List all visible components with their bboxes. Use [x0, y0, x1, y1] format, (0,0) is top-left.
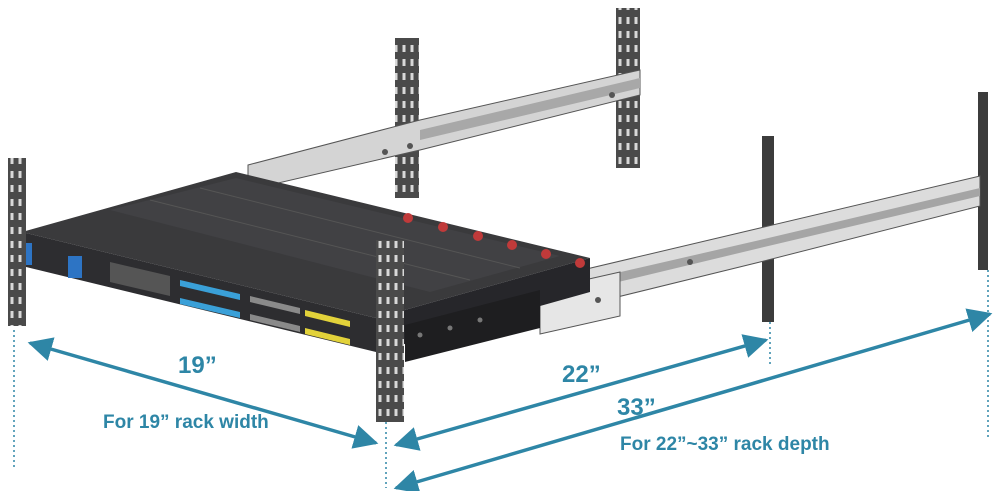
- depth-caption: For 22”~33” rack depth: [620, 434, 830, 455]
- rear-left-post: [395, 38, 419, 198]
- psu-handle-right: [68, 256, 82, 278]
- width-dimension-arrow: [27, 337, 379, 449]
- depth-min-dimension-label: 22”: [562, 361, 601, 388]
- depth-min-dimension-arrow: [393, 334, 769, 451]
- port-array: [110, 262, 350, 345]
- fan-thumbscrews: [403, 213, 585, 268]
- width-dimension-label: 19”: [178, 352, 217, 379]
- front-left-post: [8, 158, 26, 326]
- width-caption: For 19” rack width: [103, 412, 269, 433]
- front-right-post: [376, 240, 404, 422]
- depth-max-dimension-arrow: [393, 308, 993, 491]
- far-right-post-back: [978, 92, 988, 270]
- depth-max-dimension-label: 33”: [617, 394, 656, 421]
- upper-rail: [247, 69, 641, 191]
